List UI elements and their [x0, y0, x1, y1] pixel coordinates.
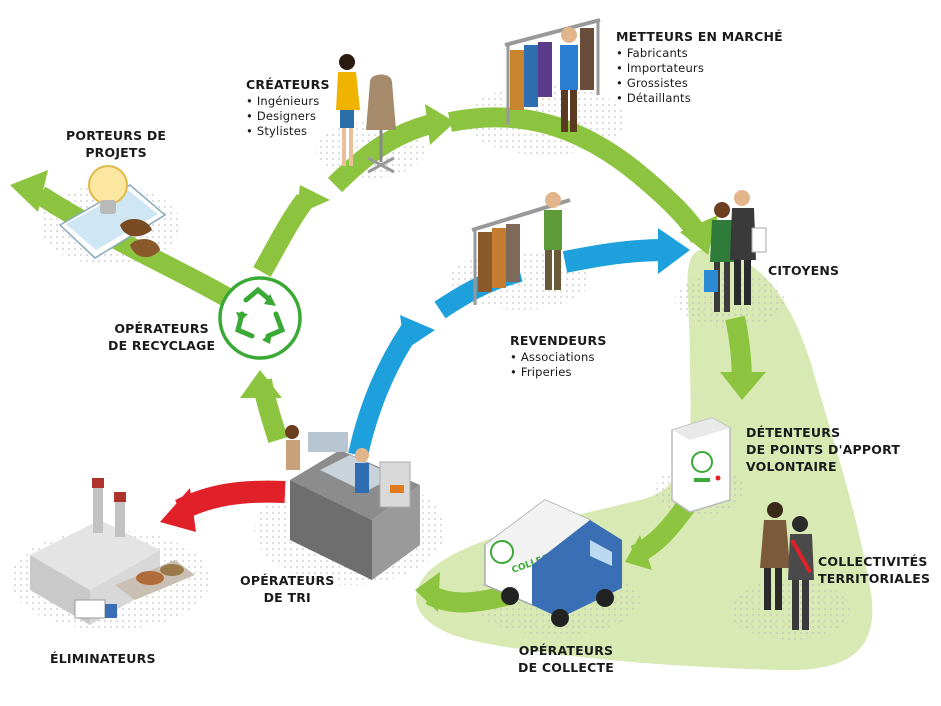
recyclage-title-line1: OPÉRATEURS [114, 321, 209, 336]
createurs-item: Ingénieurs [246, 94, 330, 109]
revendeurs-item: Friperies [510, 365, 607, 380]
detenteurs-title-line2: DE POINTS D'APPORT [746, 442, 901, 457]
recycling-symbol-icon [218, 276, 302, 360]
revendeurs-title: REVENDEURS [510, 333, 607, 348]
label-operateurs-de-collecte: OPÉRATEURS DE COLLECTE [518, 642, 614, 676]
collectivites-title-line1: COLLECTIVITÉS [818, 554, 928, 569]
revendeurs-list: Associations Friperies [510, 350, 607, 380]
metteurs-item: Grossistes [616, 76, 783, 91]
green-arrowheads [10, 104, 766, 612]
metteurs-title: METTEURS EN MARCHÉ [616, 29, 783, 44]
collecte-title-line2: DE COLLECTE [518, 660, 614, 675]
recyclage-title-line2: DE RECYCLAGE [108, 338, 216, 353]
designer-figure-icon [336, 54, 396, 174]
tri-title-line1: OPÉRATEURS [240, 573, 335, 588]
tri-title-line2: DE TRI [263, 590, 311, 605]
officials-icon [760, 502, 814, 630]
createurs-item: Stylistes [246, 124, 330, 139]
porteurs-title-line1: PORTEURS DE [66, 128, 167, 143]
lightbulb-icon [58, 165, 167, 259]
label-operateurs-de-recyclage: OPÉRATEURS DE RECYCLAGE [108, 320, 215, 354]
createurs-list: Ingénieurs Designers Stylistes [246, 94, 330, 139]
createurs-item: Designers [246, 109, 330, 124]
metteurs-item: Importateurs [616, 61, 783, 76]
collecte-title-line1: OPÉRATEURS [518, 643, 614, 658]
label-detenteurs: DÉTENTEURS DE POINTS D'APPORT VOLONTAIRE [746, 424, 900, 475]
label-metteurs-en-marche: METTEURS EN MARCHÉ Fabricants Importateu… [616, 28, 783, 106]
collection-bin-icon [671, 417, 731, 513]
createurs-title: CRÉATEURS [246, 77, 330, 92]
metteurs-item: Détaillants [616, 91, 783, 106]
incinerator-factory-icon [30, 478, 195, 625]
citoyens-title: CITOYENS [768, 263, 840, 278]
label-citoyens: CITOYENS [768, 262, 839, 279]
metteurs-item: Fabricants [616, 46, 783, 61]
porteurs-title-line2: PROJETS [85, 145, 147, 160]
eliminateurs-title: ÉLIMINATEURS [50, 651, 156, 666]
collectivites-title-line2: TERRITORIALES [818, 571, 931, 586]
resale-rack-icon [471, 192, 571, 305]
collection-truck-icon: COLLECTE [484, 499, 622, 627]
blue-flow-arrow [348, 324, 419, 458]
label-porteurs-de-projets: PORTEURS DE PROJETS [66, 127, 166, 161]
label-eliminateurs: ÉLIMINATEURS [50, 650, 156, 667]
shoppers-icon [704, 190, 767, 312]
detenteurs-title-line3: VOLONTAIRE [746, 459, 837, 474]
label-collectivites-territoriales: COLLECTIVITÉS TERRITORIALES [818, 553, 930, 587]
revendeurs-item: Associations [510, 350, 607, 365]
detenteurs-title-line1: DÉTENTEURS [746, 425, 841, 440]
clothes-rack-icon [504, 18, 601, 132]
metteurs-list: Fabricants Importateurs Grossistes Détai… [616, 46, 783, 106]
label-createurs: CRÉATEURS Ingénieurs Designers Stylistes [246, 76, 330, 139]
label-revendeurs: REVENDEURS Associations Friperies [510, 332, 607, 380]
label-operateurs-de-tri: OPÉRATEURS DE TRI [240, 572, 335, 606]
sorting-station-icon [285, 425, 420, 580]
